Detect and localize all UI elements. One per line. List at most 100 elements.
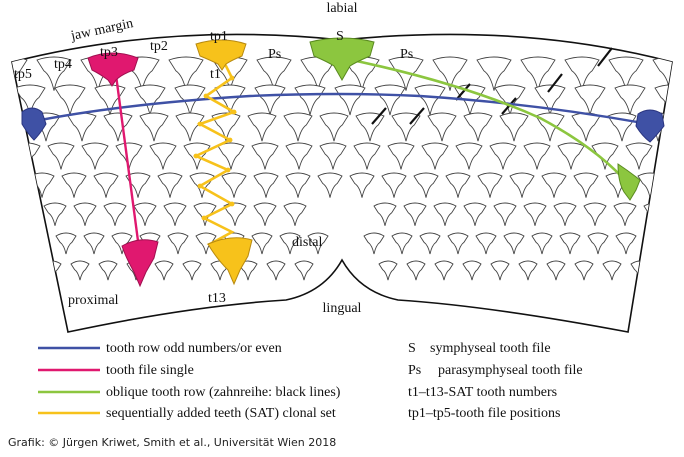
tooth-outline <box>625 142 653 170</box>
tooth-outline <box>12 112 25 142</box>
tooth-outline <box>403 202 427 226</box>
legend-label-tp-positions: tp1–tp5-tooth file positions <box>408 406 560 421</box>
label-Ps-left: Ps <box>268 47 281 62</box>
legend-code-Ps: Ps <box>408 363 421 378</box>
tooth-outline <box>54 84 86 116</box>
tooth-outline <box>163 202 187 226</box>
tooth-outline <box>149 142 177 170</box>
tooth-outline <box>14 84 46 116</box>
tooth-outline <box>419 232 441 255</box>
tooth-outline <box>381 172 407 198</box>
yellow-tooth-t1 <box>195 39 247 71</box>
label-jaw-margin: jaw margin <box>69 16 135 44</box>
tooth-outline <box>217 142 245 170</box>
green-tooth-S <box>309 37 375 82</box>
tooth-outline <box>254 84 286 116</box>
blue-tooth-row-line <box>29 92 649 126</box>
tooth-outline <box>223 202 247 226</box>
tooth-outline <box>43 202 67 226</box>
green-tooth-end <box>617 163 641 201</box>
tooth-outline <box>413 172 439 198</box>
tooth-outline <box>373 202 397 226</box>
green-oblique-line <box>341 56 631 187</box>
tooth-outline <box>13 202 37 226</box>
tooth-outline <box>387 142 415 170</box>
tooth-outline <box>643 232 665 255</box>
tooth-outline <box>253 202 277 226</box>
tooth-outline <box>614 84 646 116</box>
tooth-outline <box>139 112 169 142</box>
tooth-outline <box>573 172 599 198</box>
tooth-outline <box>475 232 497 255</box>
tooth-outline <box>182 260 202 281</box>
tooth-outline <box>266 260 286 281</box>
label-tp5: tp5 <box>14 67 32 82</box>
label-tp2: tp2 <box>150 39 168 54</box>
tooth-outline <box>531 232 553 255</box>
legend-left: tooth row odd numbers/or even tooth file… <box>38 341 341 421</box>
legend-label-green: oblique tooth row (zahnreihe: black line… <box>106 385 341 400</box>
label-t13: t13 <box>208 291 226 306</box>
legend-label-blue: tooth row odd numbers/or even <box>106 341 282 356</box>
tooth-outline <box>294 260 314 281</box>
tooth-outline <box>587 232 609 255</box>
tooth-outline <box>319 142 347 170</box>
label-lingual: lingual <box>323 301 362 316</box>
tooth-outline <box>659 142 672 170</box>
tooth-outline <box>307 232 329 255</box>
tooth-outline <box>12 232 21 255</box>
tooth-outline <box>374 84 406 116</box>
tooth-outline <box>355 112 385 142</box>
tooth-outline <box>462 260 482 281</box>
tooth-outline <box>493 202 517 226</box>
tooth-outline <box>520 56 556 91</box>
blue-tooth-right <box>635 109 665 143</box>
tooth-outline <box>477 172 503 198</box>
tooth-outline <box>447 232 469 255</box>
tooth-outline <box>427 112 457 142</box>
tooth-outline <box>602 260 622 281</box>
magenta-file-line <box>112 59 142 257</box>
tooth-outline <box>256 56 292 91</box>
tooth-outline <box>98 260 118 281</box>
tooth-outline <box>541 172 567 198</box>
tooth-outline <box>574 84 606 116</box>
label-t1: t1 <box>210 67 221 82</box>
label-proximal: proximal <box>68 293 119 308</box>
tooth-outline <box>115 142 143 170</box>
tooth-outline <box>445 172 471 198</box>
tooth-outline <box>47 142 75 170</box>
credit-line: Grafik: © Jürgen Kriwet, Smith et al., U… <box>8 436 336 449</box>
tooth-outline <box>463 202 487 226</box>
tooth-outline <box>615 232 637 255</box>
blue-tooth-left <box>21 107 47 141</box>
tooth-outline <box>476 56 512 91</box>
tooth-outline <box>157 172 183 198</box>
legend-label-magenta: tooth file single <box>106 363 194 378</box>
tooth-outline <box>613 202 637 226</box>
tooth-outline <box>168 56 204 91</box>
yellow-sat-zigzag <box>192 57 238 254</box>
tooth-outline <box>238 260 258 281</box>
tooth-outline <box>353 142 381 170</box>
label-S: S <box>336 29 344 44</box>
tooth-outline <box>455 142 483 170</box>
tooth-outline <box>125 172 151 198</box>
tooth-outline <box>546 260 566 281</box>
magenta-tooth-tp3 <box>87 52 139 87</box>
tooth-outline <box>391 232 413 255</box>
tooth-outline <box>349 172 375 198</box>
tooth-outline <box>433 202 457 226</box>
tooth-outline <box>574 260 594 281</box>
tooth-outline <box>509 172 535 198</box>
tooth-outline <box>317 172 343 198</box>
tooth-outline <box>583 202 607 226</box>
tooth-outline <box>154 260 174 281</box>
tooth-outline <box>414 84 446 116</box>
tooth-outline <box>36 56 72 91</box>
tooth-outline <box>283 112 313 142</box>
tooth-outline <box>553 202 577 226</box>
yellow-sat-markers <box>193 75 237 221</box>
label-tp4: tp4 <box>54 57 72 72</box>
